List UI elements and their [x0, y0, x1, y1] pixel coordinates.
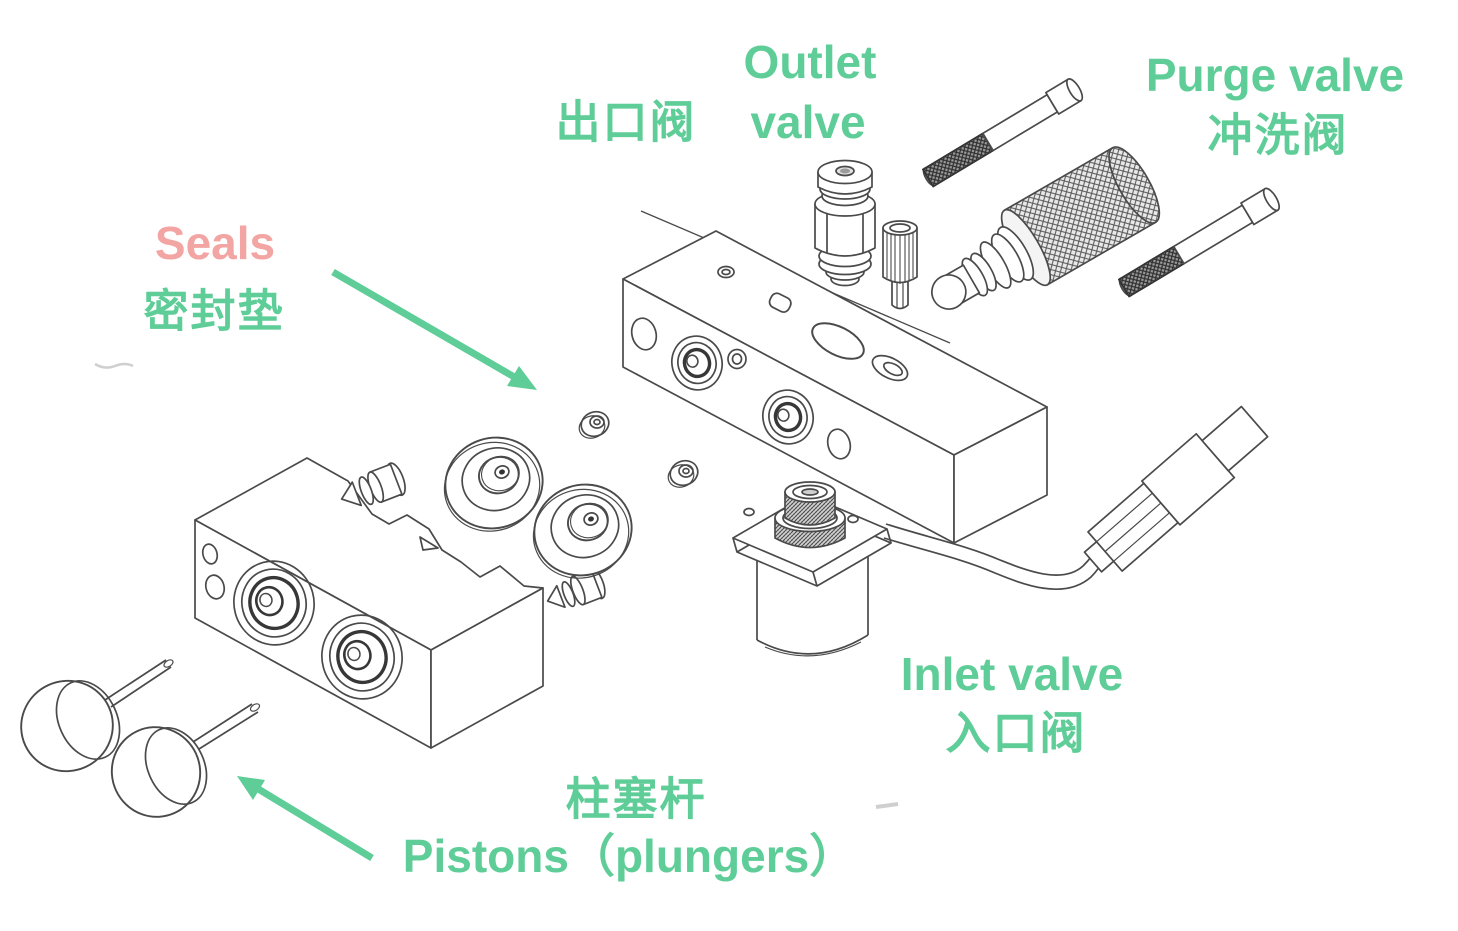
label-pistons-en: Pistons（plungers）	[402, 830, 856, 882]
cable-connector	[1083, 405, 1269, 573]
seal-disc-rear	[532, 483, 633, 579]
seal-disc-front	[443, 436, 544, 532]
piston-1	[20, 659, 174, 773]
label-pistons-zh: 柱塞杆	[565, 773, 707, 825]
seals-arrow	[331, 268, 537, 390]
label-outlet-valve-en-line1: Outlet	[743, 36, 877, 88]
label-purge-valve-zh: 冲洗阀	[1207, 109, 1349, 161]
label-outlet-valve-en-line2: valve	[750, 96, 866, 148]
faint-smudges	[94, 362, 899, 809]
inlet-valve-cable	[883, 523, 1108, 591]
inlet-valve-part	[732, 481, 892, 657]
piston-2	[110, 703, 261, 818]
purge-valve-part	[931, 146, 1161, 310]
mounting-screw-2	[1117, 187, 1281, 298]
label-inlet-valve-en: Inlet valve	[900, 648, 1124, 700]
label-seals-en: Seals	[154, 217, 276, 269]
inlet-port	[762, 389, 814, 445]
seal-nut-2	[667, 459, 699, 488]
seal-nut-1	[578, 410, 610, 439]
label-inlet-valve-zh: 入口阀	[945, 707, 1087, 759]
piston-bore-1	[233, 560, 315, 646]
outlet-valve-part	[814, 159, 876, 287]
mounting-screw-1	[921, 78, 1084, 188]
body-stud-1	[340, 462, 406, 507]
label-purge-valve-en: Purge valve	[1145, 49, 1405, 101]
label-seals-zh: 密封垫	[143, 285, 285, 337]
pistons-arrow	[237, 776, 374, 861]
piston-bore-2	[321, 614, 403, 700]
label-outlet-valve-zh: 出口阀	[555, 96, 697, 148]
pump-head-block	[622, 230, 1048, 544]
vent-nut	[882, 220, 918, 310]
outlet-port	[671, 335, 723, 391]
